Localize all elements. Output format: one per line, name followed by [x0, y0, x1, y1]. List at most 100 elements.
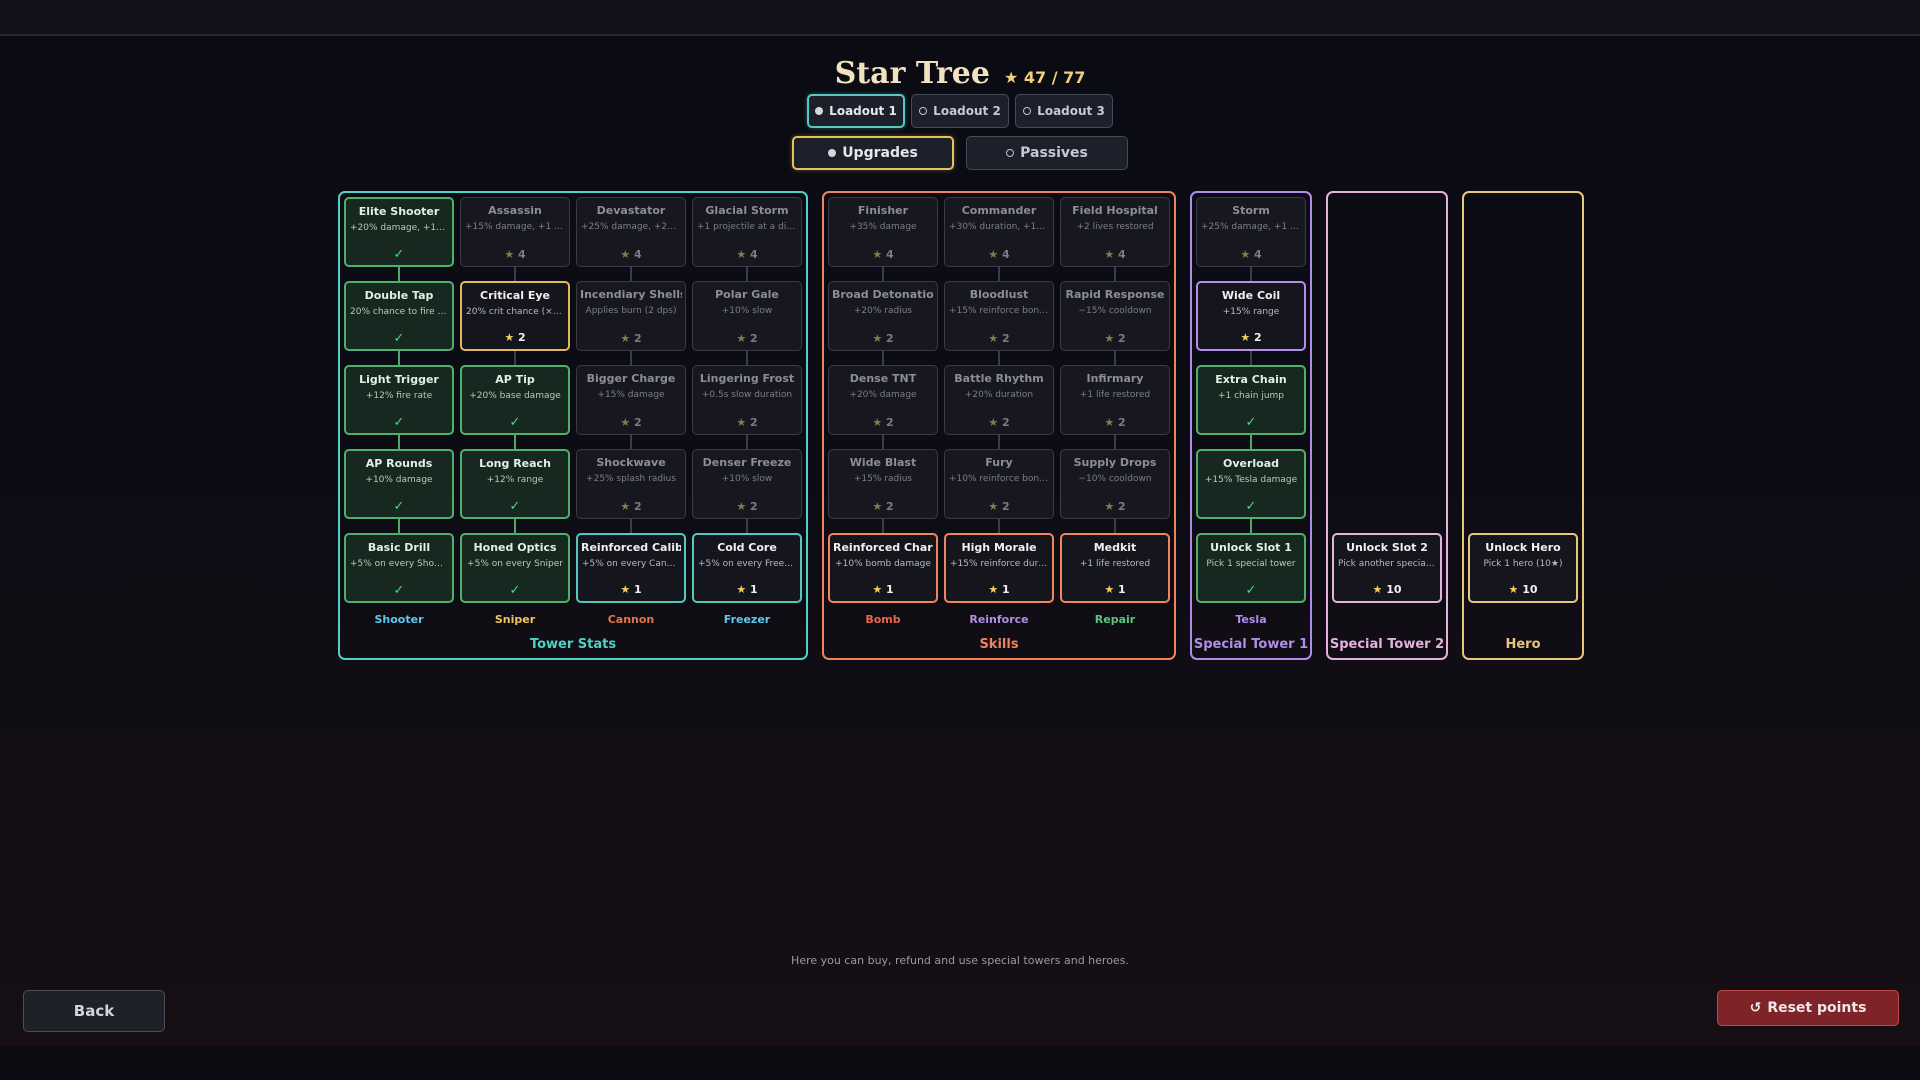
upgrade-node-devastator[interactable]: Devastator+25% damage, +20% splash★ 4 [576, 197, 686, 267]
upgrade-node-rapid-response[interactable]: Rapid Response−15% cooldown★ 2 [1060, 281, 1170, 351]
upgrade-node-fury[interactable]: Fury+10% reinforce bonus★ 2 [944, 449, 1054, 519]
node-description: +12% fire rate [365, 391, 433, 401]
node-description: 20% chance to fire twice [350, 307, 448, 317]
node-cost: ★ 2 [829, 416, 937, 429]
section-label: Hero [1505, 637, 1541, 652]
upgrade-node-field-hospital[interactable]: Field Hospital+2 lives restored★ 4 [1060, 197, 1170, 267]
upgrade-node-extra-chain[interactable]: Extra Chain+1 chain jump✓ [1196, 365, 1306, 435]
upgrade-node-cold-core[interactable]: Cold Core+5% on every Freezer★ 1 [692, 533, 802, 603]
back-button[interactable]: Back [23, 990, 165, 1032]
node-cost: ★ 2 [945, 416, 1053, 429]
tab-loadout-3[interactable]: Loadout 3 [1015, 94, 1113, 128]
node-description: Pick another special tower [1338, 559, 1436, 569]
upgrade-node-reinforced-charge[interactable]: Reinforced Charge+10% bomb damage★ 1 [828, 533, 938, 603]
upgrade-node-wide-blast[interactable]: Wide Blast+15% radius★ 2 [828, 449, 938, 519]
node-description: +1 chain jump [1217, 391, 1285, 401]
node-cost: ★ 4 [461, 248, 569, 261]
node-name: Fury [985, 456, 1013, 469]
tree-connector [1114, 435, 1116, 449]
upgrade-node-bloodlust[interactable]: Bloodlust+15% reinforce bonus★ 2 [944, 281, 1054, 351]
upgrade-node-denser-freeze[interactable]: Denser Freeze+10% slow★ 2 [692, 449, 802, 519]
reset-points-label: Reset points [1767, 1000, 1867, 1016]
star-icon: ★ [872, 332, 883, 345]
upgrade-node-overload[interactable]: Overload+15% Tesla damage✓ [1196, 449, 1306, 519]
node-name: Broad Detonation [832, 288, 934, 301]
section-tower-stats: Elite Shooter+20% damage, +10% fire rate… [338, 191, 808, 660]
cost-value: 2 [1118, 416, 1126, 429]
upgrade-node-elite-shooter[interactable]: Elite Shooter+20% damage, +10% fire rate… [344, 197, 454, 267]
upgrade-node-ap-rounds[interactable]: AP Rounds+10% damage✓ [344, 449, 454, 519]
upgrade-node-polar-gale[interactable]: Polar Gale+10% slow★ 2 [692, 281, 802, 351]
node-description: +20% damage, +10% fire rate [350, 223, 448, 233]
star-icon: ★ [736, 416, 747, 429]
cost-value: 2 [634, 500, 642, 513]
column-label-sniper: Sniper [494, 613, 536, 626]
node-name: Denser Freeze [702, 456, 792, 469]
node-cost: ★ 2 [945, 332, 1053, 345]
cost-value: 2 [750, 416, 758, 429]
star-icon: ★ [872, 500, 883, 513]
tree-connector [398, 351, 400, 365]
tab-mode-1[interactable]: Upgrades [792, 136, 954, 170]
tab-loadout-1[interactable]: Loadout 1 [807, 94, 905, 128]
upgrade-node-storm[interactable]: Storm+25% damage, +1 chain★ 4 [1196, 197, 1306, 267]
cost-value: 2 [750, 332, 758, 345]
upgrade-node-high-morale[interactable]: High Morale+15% reinforce duration★ 1 [944, 533, 1054, 603]
reset-points-button[interactable]: ↺ Reset points [1717, 990, 1899, 1026]
node-cost: ★ 2 [1198, 331, 1304, 344]
upgrade-node-bigger-charge[interactable]: Bigger Charge+15% damage★ 2 [576, 365, 686, 435]
upgrade-node-shockwave[interactable]: Shockwave+25% splash radius★ 2 [576, 449, 686, 519]
upgrade-node-honed-optics[interactable]: Honed Optics+5% on every Sniper✓ [460, 533, 570, 603]
node-cost: ★ 2 [577, 332, 685, 345]
tab-loadout-label: Loadout 1 [829, 104, 897, 118]
upgrade-node-infirmary[interactable]: Infirmary+1 life restored★ 2 [1060, 365, 1170, 435]
upgrade-node-broad-detonation[interactable]: Broad Detonation+20% radius★ 2 [828, 281, 938, 351]
star-icon: ★ [736, 500, 747, 513]
upgrade-node-light-trigger[interactable]: Light Trigger+12% fire rate✓ [344, 365, 454, 435]
upgrade-node-wide-coil[interactable]: Wide Coil+15% range★ 2 [1196, 281, 1306, 351]
cost-value: 4 [1118, 248, 1126, 261]
tree-connector [630, 267, 632, 281]
upgrade-node-reinforced-caliber[interactable]: Reinforced Caliber+5% on every Cannon★ 1 [576, 533, 686, 603]
upgrade-node-medkit[interactable]: Medkit+1 life restored★ 1 [1060, 533, 1170, 603]
radio-empty-icon [1006, 149, 1015, 157]
upgrade-node-finisher[interactable]: Finisher+35% damage★ 4 [828, 197, 938, 267]
cost-value: 4 [634, 248, 642, 261]
node-cost: ★ 4 [577, 248, 685, 261]
star-icon: ★ [1240, 331, 1251, 344]
node-cost: ★ 2 [462, 331, 568, 344]
upgrade-node-assassin[interactable]: Assassin+15% damage, +1 range★ 4 [460, 197, 570, 267]
node-name: Critical Eye [480, 289, 550, 302]
node-description: +15% reinforce duration [950, 559, 1048, 569]
node-description: +15% radius [853, 474, 913, 484]
upgrade-node-commander[interactable]: Commander+30% duration, +10% bonus★ 4 [944, 197, 1054, 267]
radio-selected-icon [815, 107, 824, 115]
upgrade-node-basic-drill[interactable]: Basic Drill+5% on every Shooter✓ [344, 533, 454, 603]
tab-mode-2[interactable]: Passives [966, 136, 1128, 170]
node-name: Lingering Frost [699, 372, 795, 385]
cost-value: 2 [518, 331, 526, 344]
column-label-reinforce: Reinforce [969, 613, 1029, 626]
node-description: +1 projectile at a different target [697, 222, 797, 232]
tree-connector [882, 519, 884, 533]
hint-text: Here you can buy, refund and use special… [791, 954, 1129, 967]
star-icon: ★ [736, 583, 747, 596]
upgrade-node-lingering-frost[interactable]: Lingering Frost+0.5s slow duration★ 2 [692, 365, 802, 435]
upgrade-node-ap-tip[interactable]: AP Tip+20% base damage✓ [460, 365, 570, 435]
upgrade-node-supply-drops[interactable]: Supply Drops−10% cooldown★ 2 [1060, 449, 1170, 519]
upgrade-node-glacial-storm[interactable]: Glacial Storm+1 projectile at a differen… [692, 197, 802, 267]
upgrade-node-dense-tnt[interactable]: Dense TNT+20% damage★ 2 [828, 365, 938, 435]
node-description: +20% duration [964, 390, 1034, 400]
tab-loadout-2[interactable]: Loadout 2 [911, 94, 1009, 128]
node-description: +25% splash radius [586, 474, 676, 484]
upgrade-node-long-reach[interactable]: Long Reach+12% range✓ [460, 449, 570, 519]
node-cost: ★ 10 [1334, 583, 1440, 596]
upgrade-node-battle-rhythm[interactable]: Battle Rhythm+20% duration★ 2 [944, 365, 1054, 435]
node-description: +15% range [1222, 307, 1280, 317]
